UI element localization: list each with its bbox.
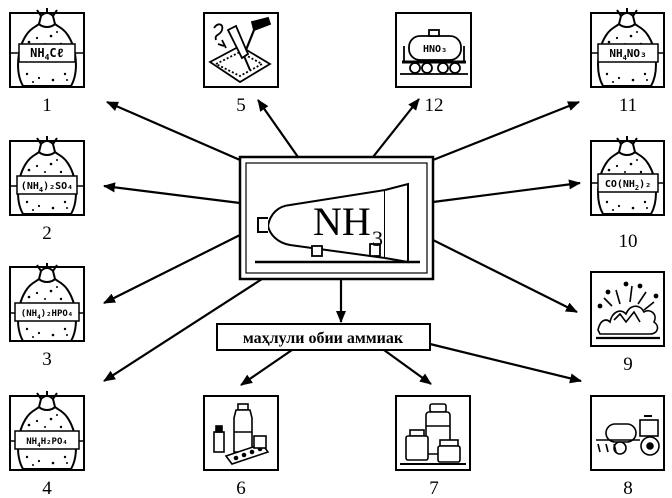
item-1-number: 1 xyxy=(42,95,52,116)
aqueous-ammonia-label-box: маҳлули обии аммиак xyxy=(216,323,431,351)
item-9-explosives: 9 xyxy=(590,271,665,375)
arrow-to-3 xyxy=(103,234,241,304)
item-10-urea: CO(NH2)₂ 10 xyxy=(590,135,665,252)
item-4-ammonium-dihydrophosphate: NH4H₂PO₄ 4 xyxy=(9,390,85,498)
item-12-nitric-acid-tank-car: HNO₃ 12 xyxy=(395,12,472,116)
arrow-to-8 xyxy=(429,342,582,384)
arrow-to-11 xyxy=(432,100,580,162)
svg-text:(NH4)₂HPO₄: (NH4)₂HPO₄ xyxy=(21,309,73,321)
svg-text:(NH4)₂SO₄: (NH4)₂SO₄ xyxy=(21,181,73,194)
item-9-number: 9 xyxy=(623,354,633,375)
item-6-medicines: 6 xyxy=(203,395,279,498)
aqueous-ammonia-label: маҳлули обии аммиак xyxy=(243,330,404,347)
item-5-number: 5 xyxy=(236,95,246,116)
arrow-to-5 xyxy=(257,99,299,158)
arrow-to-12 xyxy=(372,98,420,158)
item-12-number: 12 xyxy=(425,95,444,116)
nitric-acid-label: HNO₃ xyxy=(423,44,447,55)
item-8-number: 8 xyxy=(623,478,633,498)
item-1-ammonium-chloride: NH4Cℓ 1 xyxy=(9,7,85,116)
rail-tank-car-icon xyxy=(400,29,468,75)
item-7-number: 7 xyxy=(429,478,439,498)
ammonia-formula: NH xyxy=(313,199,371,244)
jars-icon xyxy=(400,403,466,465)
arrow-to-2 xyxy=(103,182,241,205)
tractor-sprayer-icon xyxy=(596,415,660,456)
gas-cylinder-icon xyxy=(255,182,420,264)
item-8-agriculture-sprayer: 8 xyxy=(590,395,665,498)
item-11-ammonium-nitrate: NH4NO₃ 11 xyxy=(590,7,665,116)
arrow-to-6 xyxy=(240,349,293,386)
item-2-number: 2 xyxy=(42,223,52,244)
explosion-icon xyxy=(596,281,660,340)
svg-text:CO(NH2)₂: CO(NH2)₂ xyxy=(605,179,651,192)
item-7-cosmetics: 7 xyxy=(395,395,471,498)
item-11-number: 11 xyxy=(619,95,637,116)
svg-text:NH4NO₃: NH4NO₃ xyxy=(609,47,646,62)
item-3-number: 3 xyxy=(42,349,52,370)
item-6-number: 6 xyxy=(236,478,246,498)
medicine-bottles-icon xyxy=(213,403,270,465)
arrow-to-7 xyxy=(383,349,432,385)
ammonia-cylinder-box: NH 3 xyxy=(238,155,435,281)
item-10-number: 10 xyxy=(619,231,638,252)
arrow-to-9 xyxy=(432,239,578,313)
arrow-to-4 xyxy=(103,278,263,382)
item-3-ammonium-phosphate: (NH4)₂HPO₄ 3 xyxy=(9,262,85,370)
ammonia-formula-subscript: 3 xyxy=(372,226,383,251)
item-2-ammonium-sulfate: (NH4)₂SO₄ 2 xyxy=(9,135,85,244)
arrow-to-1 xyxy=(106,100,241,162)
arrow-to-10 xyxy=(432,179,581,204)
item-5-soldering: 5 xyxy=(203,12,279,116)
arrows xyxy=(103,98,582,386)
svg-text:NH4Cℓ: NH4Cℓ xyxy=(30,46,64,62)
item-4-number: 4 xyxy=(42,478,52,498)
soldering-icon xyxy=(208,16,272,84)
svg-text:NH4H₂PO₄: NH4H₂PO₄ xyxy=(26,437,68,449)
